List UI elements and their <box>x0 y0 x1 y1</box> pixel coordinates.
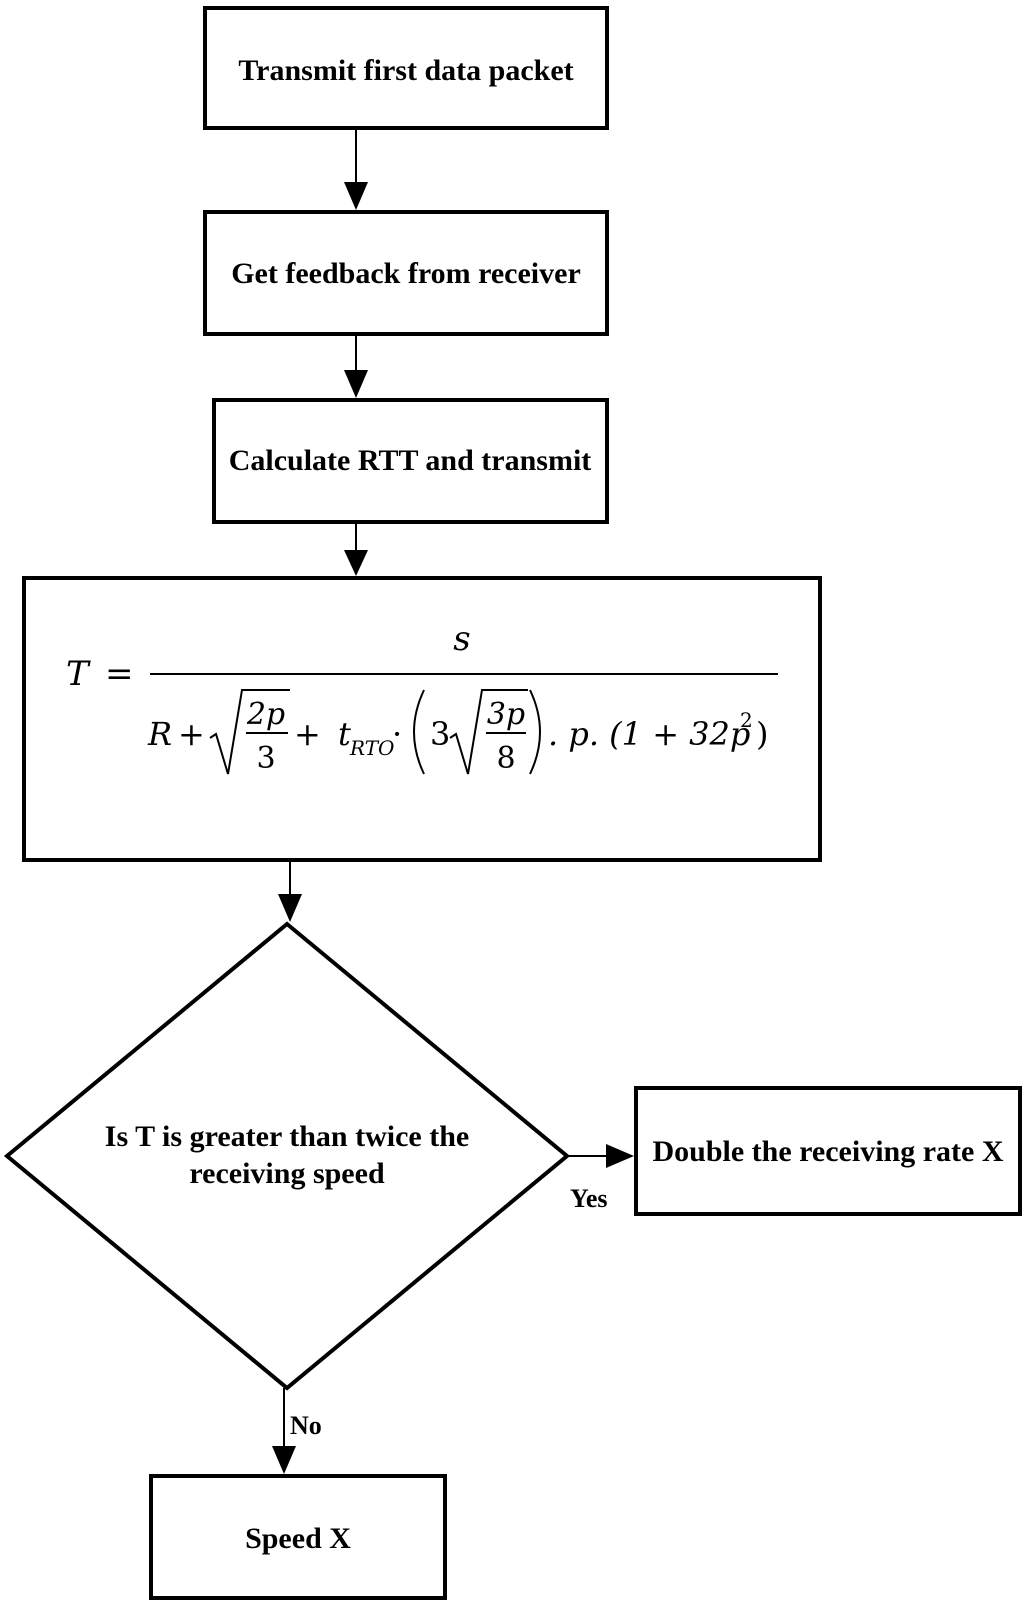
arrow-formula-to-decision <box>278 860 302 922</box>
formula-lhs: T <box>66 654 91 694</box>
formula-right-paren <box>529 689 541 775</box>
formula-left-paren <box>413 689 425 775</box>
step-calculate: Calculate RTT and transmit <box>212 398 609 524</box>
formula-sqrt-1 <box>209 689 290 775</box>
formula-t: t <box>338 715 351 753</box>
arrow-yes: Yes <box>567 1144 634 1213</box>
formula-plus-2: + <box>294 715 321 753</box>
formula-numerator: s <box>453 619 470 659</box>
formula-rto: RTO <box>349 736 394 760</box>
formula-plus-1: + <box>178 715 205 753</box>
formula-dot: · <box>392 715 402 753</box>
formula-three-coef: 3 <box>430 715 450 753</box>
step-formula: T = s R + 2p 3 + t RTO · 3 3p 8 . p. (1 … <box>22 576 822 862</box>
step-calculate-label: Calculate RTT and transmit <box>229 444 592 477</box>
arrow-feedback-to-calculate <box>344 334 368 398</box>
decision-diamond: Is T is greater than twice the receiving… <box>3 921 571 1391</box>
formula-2p: 2p <box>246 697 285 732</box>
formula-3p: 3p <box>487 697 525 732</box>
arrow-calculate-to-formula <box>344 522 368 576</box>
step-double-rate-label: Double the receiving rate X <box>652 1135 1003 1168</box>
formula-square: 2 <box>740 708 753 732</box>
step-feedback: Get feedback from receiver <box>203 210 609 336</box>
formula-tail: . p. (1 + 32p <box>548 715 750 753</box>
formula-R: R <box>147 715 172 753</box>
arrow-no: No <box>272 1388 322 1474</box>
no-label: No <box>290 1411 322 1440</box>
formula-8: 8 <box>496 741 515 776</box>
formula-3: 3 <box>256 741 275 776</box>
yes-label: Yes <box>570 1184 608 1213</box>
decision-label-line2: receiving speed <box>189 1157 385 1190</box>
decision-label-line1: Is T is greater than twice the <box>105 1120 469 1153</box>
step-double-rate: Double the receiving rate X <box>634 1086 1022 1216</box>
arrow-transmit-to-feedback <box>344 128 368 210</box>
step-transmit-label: Transmit first data packet <box>238 54 573 87</box>
formula-close: ) <box>756 715 768 753</box>
formula-sqrt-2 <box>449 689 528 775</box>
step-speed: Speed X <box>149 1474 447 1600</box>
formula-equals: = <box>105 654 134 694</box>
step-speed-label: Speed X <box>245 1522 351 1555</box>
step-transmit: Transmit first data packet <box>203 6 609 130</box>
step-feedback-label: Get feedback from receiver <box>231 257 581 290</box>
